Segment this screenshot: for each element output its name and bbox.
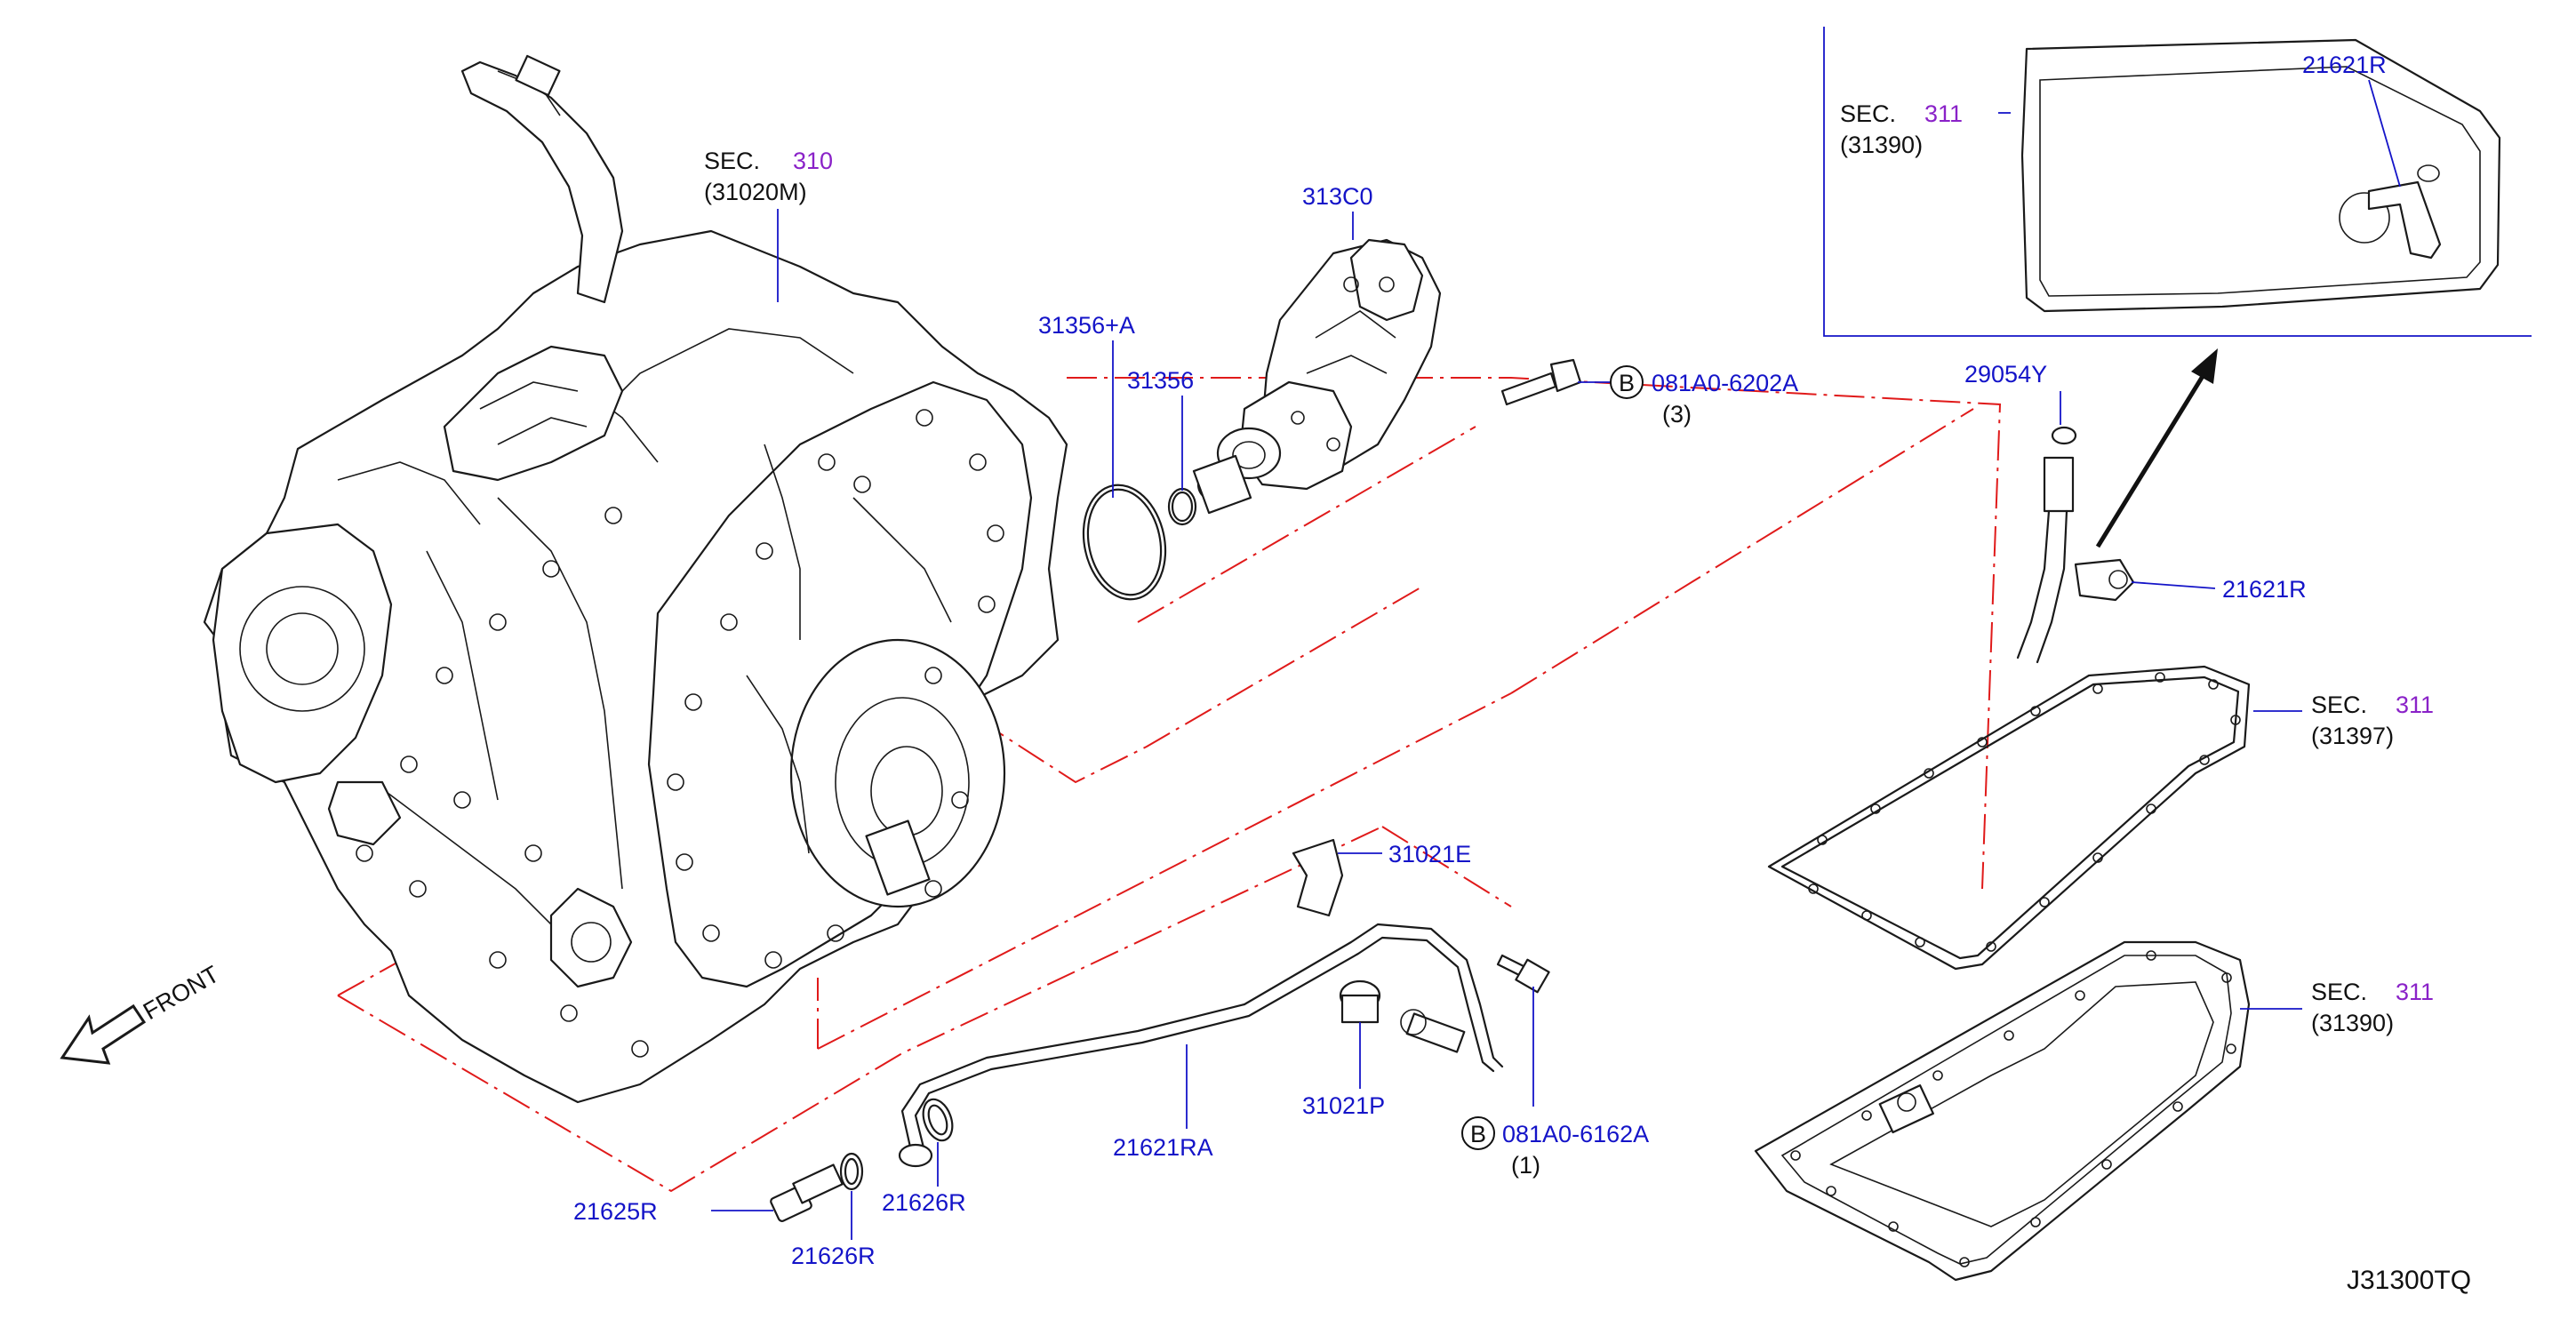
arrow-to-inset [2095,348,2218,548]
fitting-31021p [1339,979,1466,1053]
bolt-081a0-6162a-qty: (1) [1511,1152,1540,1179]
gasket-31397 [1767,665,2251,971]
tube-21621ra [898,923,1504,1168]
transaxle-assembly [203,54,1068,1104]
drain-plug-21625r [770,1163,844,1222]
sec-310-number: 310 [793,148,833,174]
diagram-code: J31300TQ [2347,1266,2471,1295]
phantom-lines [337,377,2002,1193]
label-21626r-lower: 21626R [791,1243,876,1269]
label-31021p: 31021P [1302,1092,1385,1119]
washer-21626r-upper [922,1098,954,1142]
sec-311-gasket-code: (31397) [2311,723,2394,749]
bolt-b-circle-upper [1610,365,1644,399]
bolt-081a0-6202a-drawing [1500,358,1582,406]
sec-311-pan-number: 311 [2396,979,2434,1005]
sec-311-inset-number: 311 [1924,100,1963,127]
bolt-b-letter-lower: B [1470,1121,1486,1147]
bolt-081a0-6202a-qty: (3) [1662,401,1692,428]
sec-311-inset-prefix: SEC. [1840,100,1896,127]
label-21626r-upper: 21626R [882,1189,966,1216]
bolt-081a0-6202a-label: 081A0-6202A [1652,370,1798,396]
sec-311-gasket-number: 311 [2396,691,2434,718]
bolt-b-circle-lower [1461,1116,1495,1150]
label-31021e: 31021E [1388,841,1471,867]
inset-box [1823,27,2532,337]
sec-310-prefix: SEC. [704,148,760,174]
part-313c0-pump [1192,238,1442,515]
label-31356: 31356 [1127,367,1194,394]
sec-311-pan-prefix: SEC. [2311,979,2367,1005]
sec-311-gasket-prefix: SEC. [2311,691,2367,718]
label-29054y: 29054Y [1964,361,2047,388]
o-ring-29054y [2051,426,2077,445]
label-21621r: 21621R [2222,576,2307,603]
oil-strainer-21621r [2016,456,2135,664]
label-21621ra: 21621RA [1113,1134,1213,1161]
sec-311-inset-code: (31390) [1840,132,1923,158]
bolt-081a0-6162a-drawing [1496,954,1550,994]
clip-31021e [1292,838,1344,917]
label-21621r-inset: 21621R [2302,52,2387,78]
bolt-081a0-6162a-label: 081A0-6162A [1502,1121,1649,1147]
front-arrow: FRONT [60,961,224,1065]
sec-311-pan-code: (31390) [2311,1010,2394,1036]
label-21625r: 21625R [573,1198,658,1225]
washer-21626r-lower [839,1152,864,1191]
oil-pan-31390 [1754,940,2251,1282]
bolt-b-letter-upper: B [1619,370,1635,396]
front-label: FRONT [139,961,224,1025]
leader-lines [711,79,2401,1240]
label-31356a: 31356+A [1038,312,1135,339]
label-313c0: 313C0 [1302,183,1373,210]
sec-310-code: (31020M) [704,179,807,205]
